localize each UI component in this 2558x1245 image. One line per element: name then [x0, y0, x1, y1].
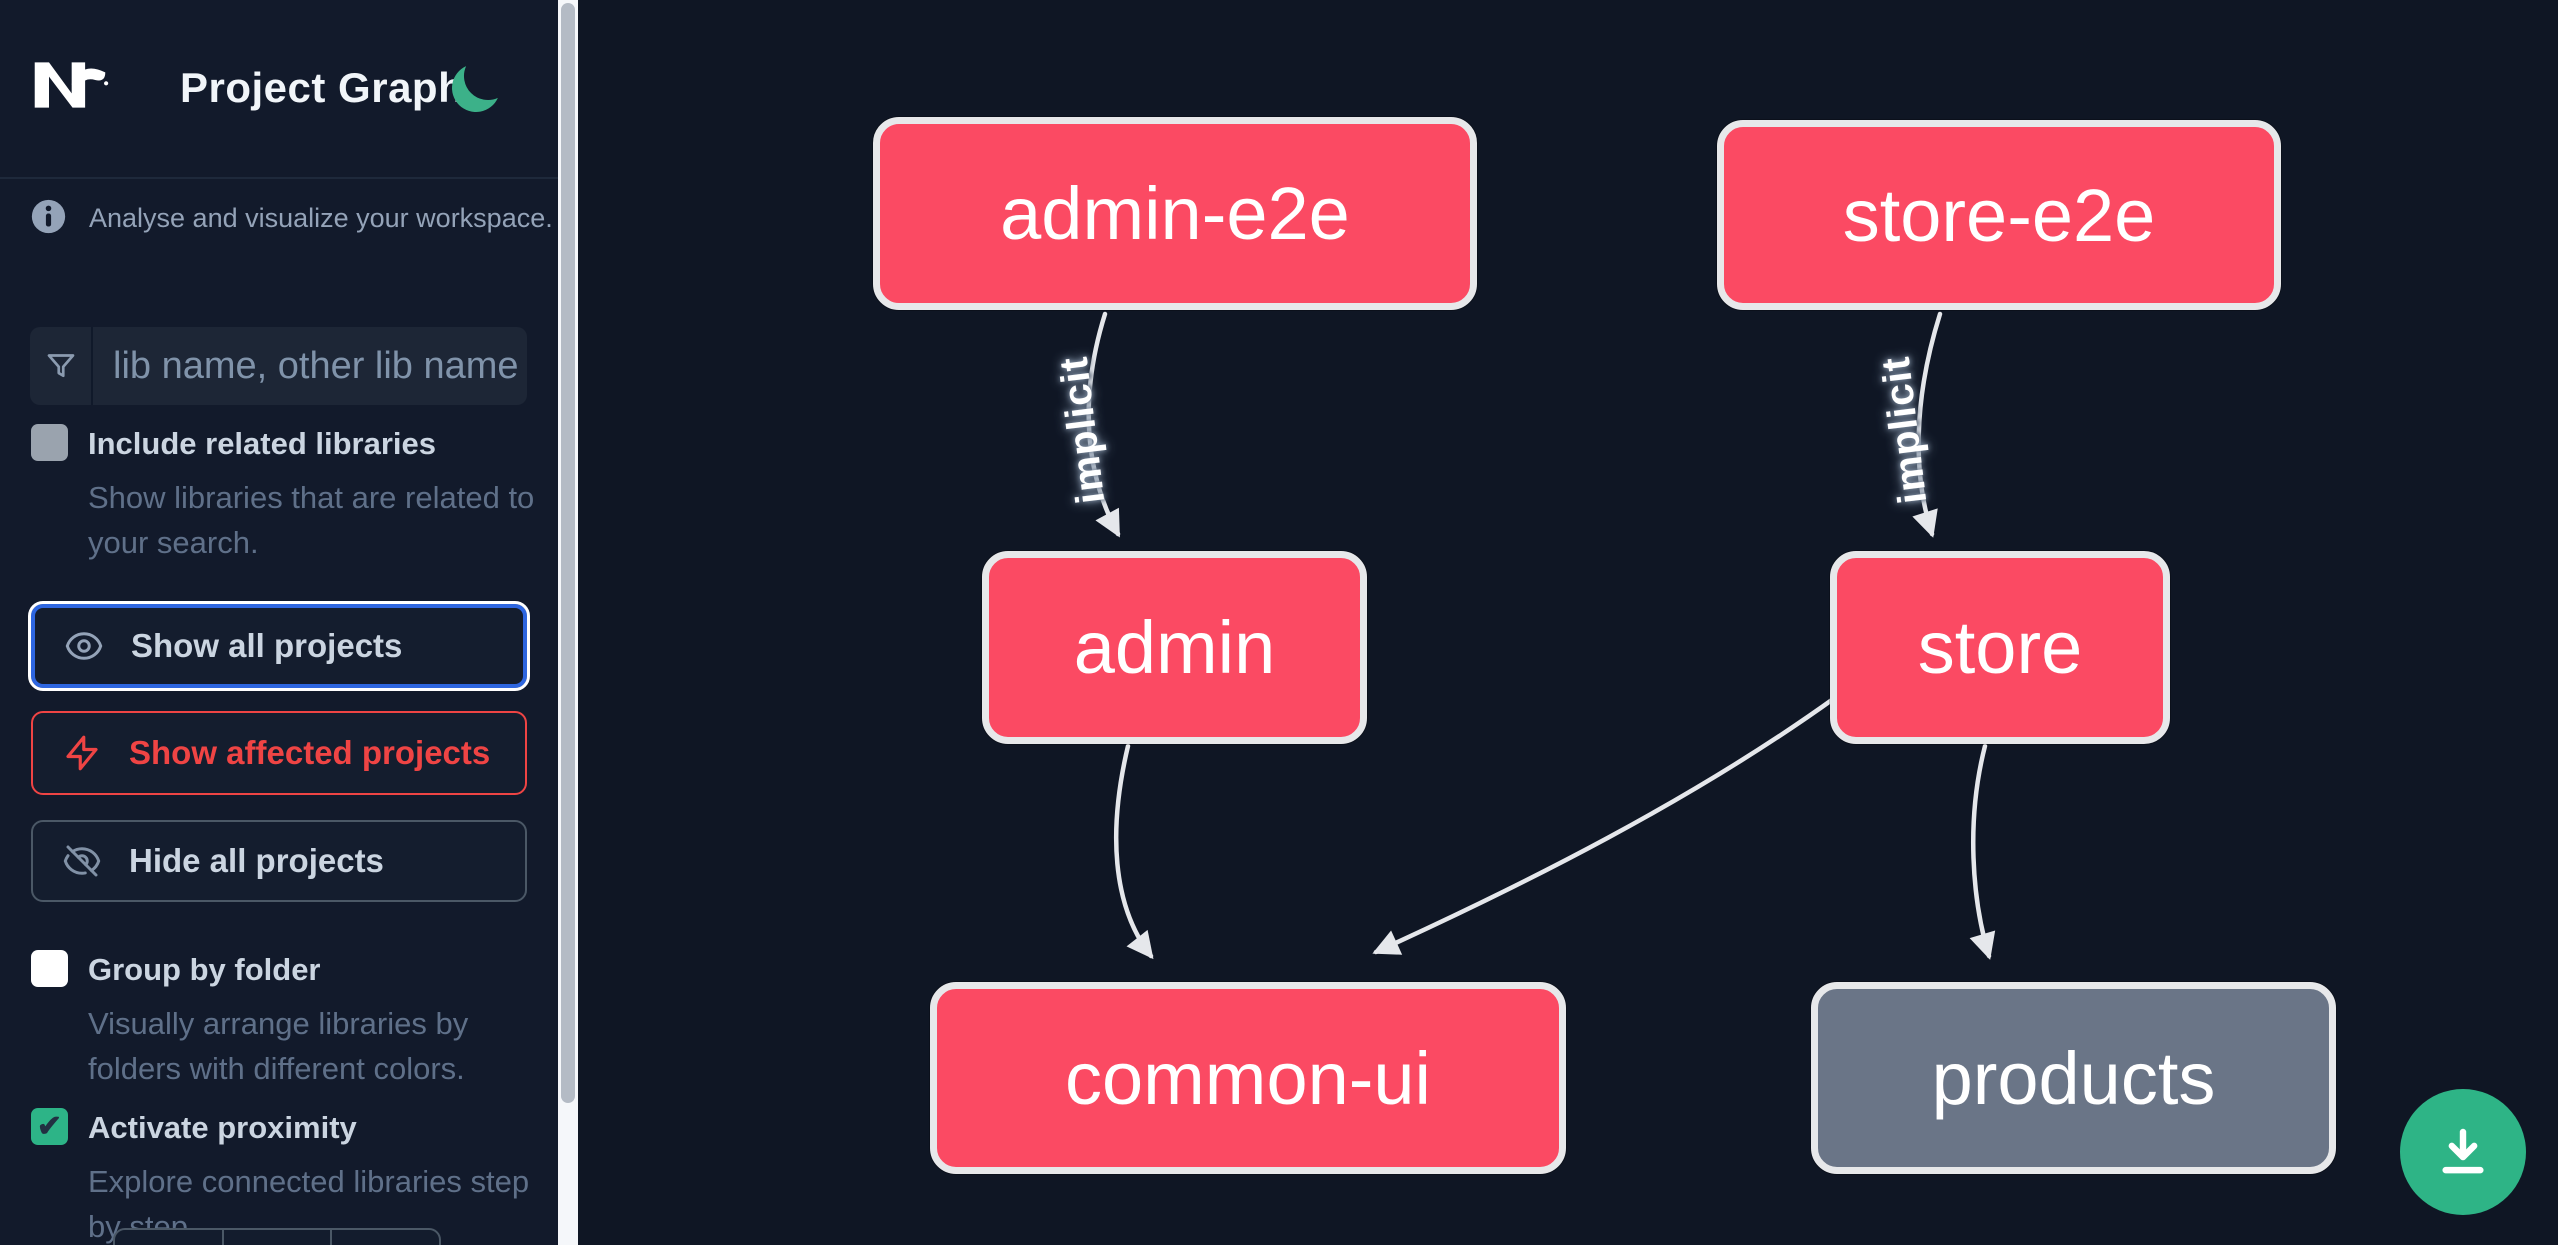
- stepper-segment[interactable]: [221, 1230, 331, 1245]
- check-icon: ✔: [36, 1109, 63, 1143]
- sidebar-scrollbar-thumb[interactable]: [561, 3, 575, 1103]
- eye-off-icon: [63, 845, 101, 877]
- node-label: admin-e2e: [1000, 172, 1350, 255]
- sidebar: Project Graph Analyse and visualize your…: [0, 0, 558, 1245]
- show-affected-projects-button[interactable]: Show affected projects: [31, 711, 527, 795]
- download-icon: [2442, 1128, 2484, 1174]
- hide-all-projects-button[interactable]: Hide all projects: [31, 820, 527, 902]
- project-graph-canvas[interactable]: implicit implicit admin-e2e store-e2e ad…: [578, 0, 2558, 1245]
- activate-proximity-description: Explore connected libraries step by step…: [88, 1164, 530, 1244]
- group-by-folder-option: Group by folder Visually arrange librari…: [31, 950, 540, 1092]
- group-by-folder-checkbox[interactable]: [31, 950, 68, 987]
- nx-logo-icon: [34, 62, 109, 108]
- stepper-segment[interactable]: [115, 1230, 222, 1245]
- header-divider: [0, 177, 558, 179]
- show-all-projects-button[interactable]: Show all projects: [28, 601, 530, 691]
- page-title: Project Graph: [180, 64, 465, 111]
- hide-all-projects-label: Hide all projects: [129, 842, 384, 879]
- node-label: products: [1931, 1036, 2216, 1120]
- activate-proximity-option: ✔ Activate proximity Explore connected l…: [31, 1108, 540, 1245]
- node-common-ui[interactable]: common-ui: [930, 982, 1566, 1174]
- filter-input-group: [30, 327, 527, 405]
- edge-store-products: [1969, 743, 1996, 960]
- include-related-label: Include related libraries: [88, 426, 437, 461]
- node-label: store: [1917, 606, 2083, 689]
- edge-store-common-ui: [1372, 694, 1839, 955]
- moon-icon: [452, 66, 498, 112]
- include-related-checkbox[interactable]: [31, 424, 68, 461]
- sidebar-scrollbar-track[interactable]: [558, 0, 578, 1245]
- theme-toggle-button[interactable]: [446, 58, 506, 118]
- search-input[interactable]: [93, 327, 527, 405]
- filter-funnel-icon: [30, 327, 93, 405]
- bolt-icon: [66, 735, 98, 771]
- node-products[interactable]: products: [1811, 982, 2336, 1174]
- stepper-segment[interactable]: [330, 1230, 439, 1245]
- activate-proximity-checkbox[interactable]: ✔: [31, 1108, 68, 1145]
- include-related-option: Include related libraries Show libraries…: [31, 424, 540, 566]
- graph-edges: [1086, 311, 1996, 960]
- show-all-projects-label: Show all projects: [131, 627, 403, 664]
- proximity-stepper-control[interactable]: [113, 1228, 441, 1245]
- activate-proximity-label: Activate proximity: [88, 1110, 357, 1145]
- node-store[interactable]: store: [1830, 551, 2170, 744]
- node-label: common-ui: [1065, 1036, 1431, 1120]
- node-store-e2e[interactable]: store-e2e: [1717, 120, 2281, 310]
- download-graph-button[interactable]: [2400, 1089, 2526, 1215]
- node-admin[interactable]: admin: [982, 551, 1367, 744]
- node-label: store-e2e: [1842, 173, 2156, 257]
- eye-icon: [65, 632, 103, 660]
- node-admin-e2e[interactable]: admin-e2e: [873, 117, 1477, 310]
- info-icon: [31, 199, 66, 234]
- edge-admin-e2e-admin: [1086, 311, 1121, 538]
- workspace-info-text: Analyse and visualize your workspace.: [89, 203, 553, 233]
- show-affected-projects-label: Show affected projects: [129, 734, 491, 771]
- node-label: admin: [1073, 606, 1276, 689]
- group-by-folder-label: Group by folder: [88, 952, 321, 987]
- edge-admin-common-ui: [1113, 743, 1154, 960]
- include-related-description: Show libraries that are related to your …: [88, 480, 535, 560]
- edge-store-e2e-store: [1912, 311, 1943, 538]
- group-by-folder-description: Visually arrange libraries by folders wi…: [88, 1006, 469, 1086]
